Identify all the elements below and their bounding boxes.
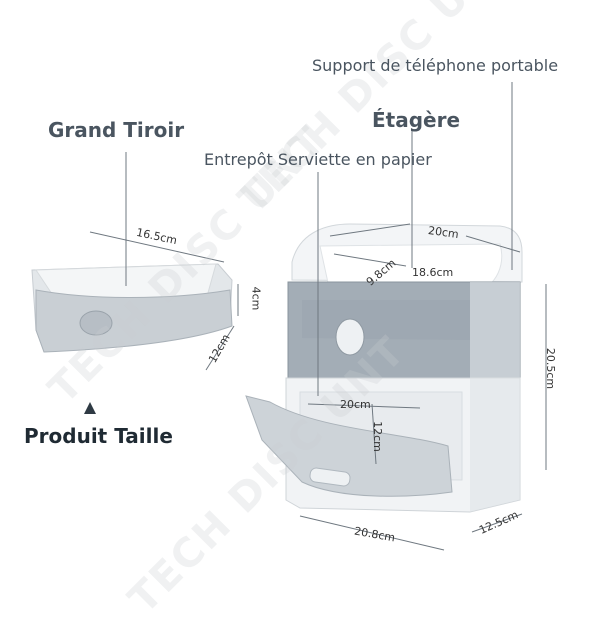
drawer-illustration	[31, 263, 233, 353]
up-arrow-icon	[84, 402, 96, 414]
dim-total-height: 20.5cm	[544, 347, 558, 390]
dim-inner-height: 12cm	[370, 421, 384, 452]
dimension-lines	[89, 82, 547, 551]
dim-inner-width: 20cm	[340, 398, 371, 411]
product-diagram	[31, 82, 547, 551]
label-towel-storage: Entrepôt Serviette en papier	[204, 150, 432, 169]
label-phone-support: Support de téléphone portable	[312, 56, 559, 75]
dim-top-inner-width: 18.6cm	[412, 266, 454, 279]
label-big-drawer: Grand Tiroir	[48, 118, 185, 142]
upper-handle-icon	[335, 318, 365, 356]
label-product-size: Produit Taille	[24, 424, 173, 448]
dispenser-illustration	[245, 223, 523, 513]
label-shelf: Étagère	[372, 108, 461, 132]
drawer-handle-icon	[79, 310, 113, 336]
dim-drawer-height: 4cm	[249, 286, 263, 311]
